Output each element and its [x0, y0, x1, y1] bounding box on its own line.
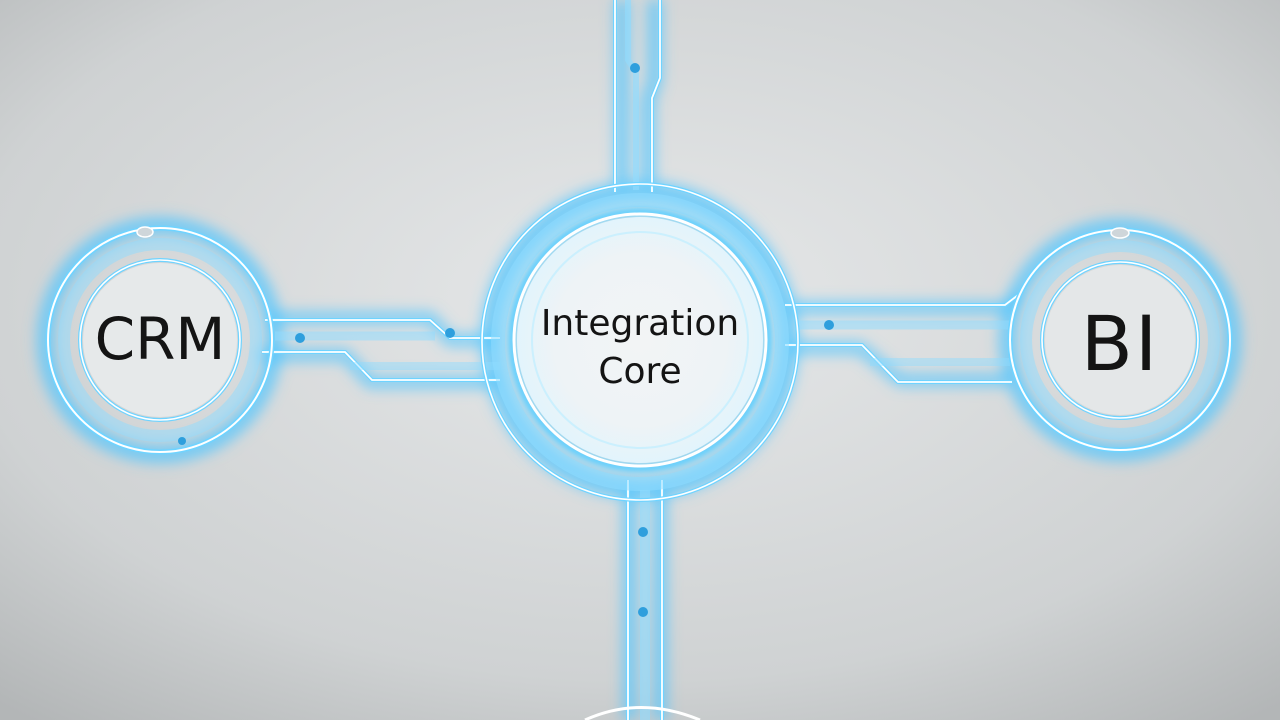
core-node: [480, 182, 800, 502]
signal-dot: [638, 607, 648, 617]
top-connector: [613, 0, 662, 192]
signal-dot: [178, 437, 186, 445]
integration-core-label: Integration Core: [530, 300, 750, 396]
bottom-connector: [584, 480, 701, 720]
signal-dot: [638, 527, 648, 537]
bi-label: BI: [1080, 299, 1160, 388]
crm-node: [45, 225, 275, 455]
signal-dot: [630, 63, 640, 73]
core-label-line1: Integration: [540, 303, 740, 344]
crm-label: CRM: [94, 305, 226, 373]
left-connector: [262, 318, 500, 382]
signal-dot: [445, 328, 455, 338]
signal-dot: [824, 320, 834, 330]
signal-dot: [295, 333, 305, 343]
core-label-line2: Core: [598, 351, 682, 392]
bi-node: [1007, 227, 1233, 453]
